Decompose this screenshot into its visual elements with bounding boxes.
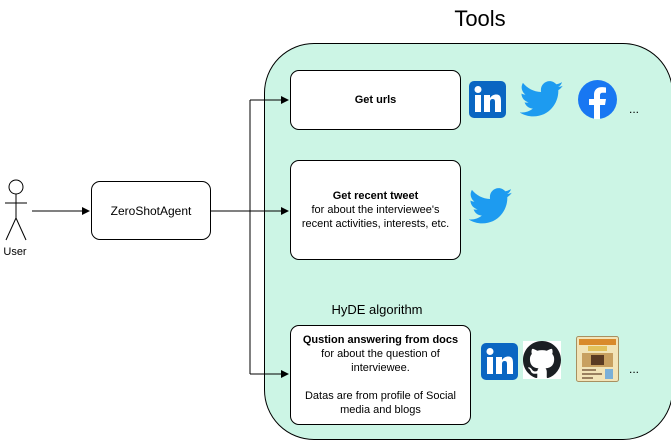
blog-icon <box>576 336 619 382</box>
facebook-icon <box>578 80 617 119</box>
qa-line3: Datas are from profile of Social <box>304 390 456 402</box>
get-tweet-line1: for about the interviewee's <box>311 204 440 216</box>
twitter-icon <box>520 81 564 117</box>
get-urls-node: Get urls <box>290 70 461 130</box>
ellipsis-row3: ... <box>629 362 640 376</box>
user-actor-icon <box>5 179 27 241</box>
get-urls-title: Get urls <box>354 94 397 106</box>
qa-line1: for about the question of <box>321 348 440 360</box>
twitter-icon <box>469 188 513 224</box>
qa-title: Qustion answering from docs <box>302 334 459 346</box>
qa-line4: media and blogs <box>340 404 421 416</box>
user-label: User <box>3 246 27 258</box>
linkedin-icon <box>469 81 506 118</box>
get-tweet-line2: recent activities, interests, etc. <box>301 218 450 230</box>
get-tweet-node: Get recent tweet for about the interview… <box>290 160 461 260</box>
qa-node: Qustion answering from docs for about th… <box>290 325 471 425</box>
get-tweet-title: Get recent tweet <box>332 190 419 202</box>
github-icon <box>523 341 561 379</box>
zero-shot-agent-node: ZeroShotAgent <box>91 181 211 240</box>
agent-label: ZeroShotAgent <box>110 203 192 218</box>
ellipsis-row1: ... <box>629 102 640 116</box>
linkedin-icon <box>481 343 518 380</box>
hyde-label: HyDE algorithm <box>331 302 423 317</box>
qa-line2: interviewee. <box>351 362 410 374</box>
tools-title: Tools <box>454 6 506 31</box>
